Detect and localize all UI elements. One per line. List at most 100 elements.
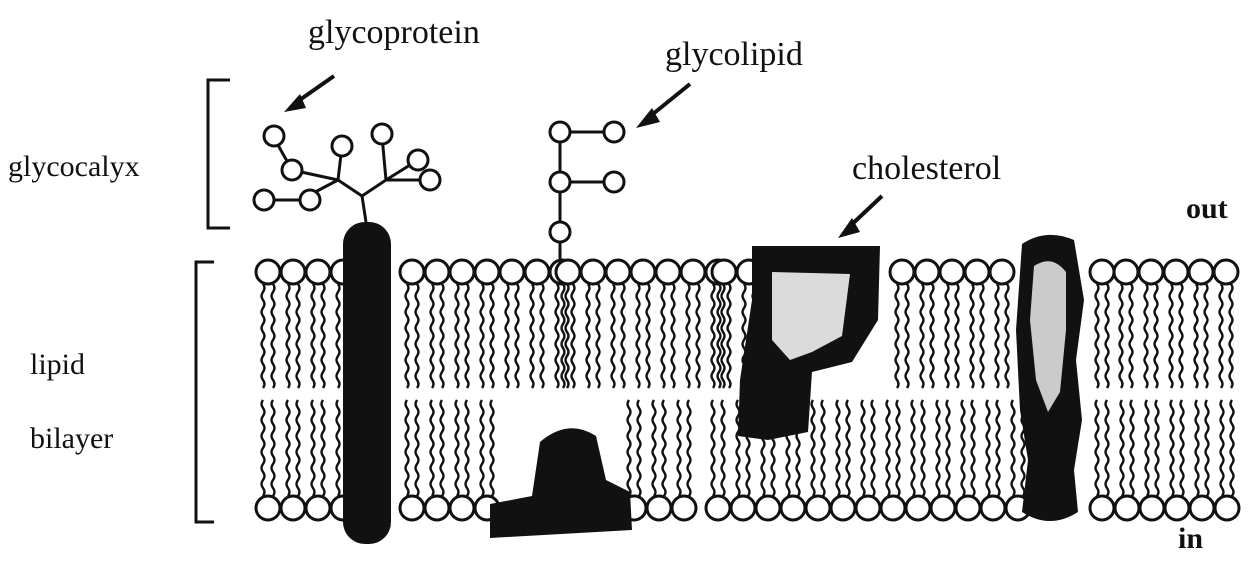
phospholipid-head bbox=[956, 496, 980, 520]
lipid-tail bbox=[946, 284, 949, 388]
lipid-tail bbox=[1230, 284, 1233, 388]
phospholipid-head bbox=[556, 260, 580, 284]
phospholipid-head bbox=[1115, 496, 1139, 520]
lipid-tail bbox=[972, 400, 975, 496]
cholesterol-arrow bbox=[838, 196, 882, 238]
phospholipid-head bbox=[1164, 260, 1188, 284]
glycoprotein-arrow bbox=[284, 76, 334, 112]
lipid-tail bbox=[1106, 284, 1109, 388]
phospholipid-head bbox=[306, 260, 330, 284]
sugar-unit bbox=[550, 172, 570, 192]
phospholipid-head bbox=[450, 496, 474, 520]
glycocalyx-label: glycocalyx bbox=[8, 150, 140, 184]
glycolipid-label: glycolipid bbox=[665, 36, 803, 74]
sugar-unit bbox=[300, 190, 320, 210]
phospholipid-head bbox=[1214, 260, 1238, 284]
phospholipid-head bbox=[1189, 260, 1213, 284]
lipid-tail bbox=[897, 400, 900, 496]
lipid-tail bbox=[466, 400, 469, 496]
lipid-tail bbox=[491, 400, 494, 496]
lipid-bilayer-bracket bbox=[196, 262, 214, 522]
lipid-tail bbox=[587, 284, 590, 388]
lipid-tail bbox=[566, 284, 569, 388]
lipid-tail bbox=[647, 284, 650, 388]
phospholipid-head bbox=[940, 260, 964, 284]
phospholipid-head bbox=[281, 496, 305, 520]
lipid-tail bbox=[712, 284, 715, 388]
lipid-tail bbox=[1171, 400, 1174, 496]
phospholipid-head bbox=[1190, 496, 1214, 520]
phospholipid-head bbox=[906, 496, 930, 520]
lipid-label: lipid bbox=[30, 348, 85, 382]
sugar-link bbox=[362, 180, 386, 196]
phospholipid-head bbox=[681, 260, 705, 284]
lipid-tail bbox=[406, 284, 409, 388]
lipid-tail bbox=[678, 400, 681, 496]
phospholipid-head bbox=[1114, 260, 1138, 284]
lipid-tail bbox=[718, 284, 721, 388]
phospholipid-head bbox=[965, 260, 989, 284]
lipid-tail bbox=[531, 284, 534, 388]
lipid-tail bbox=[996, 284, 999, 388]
bilayer-label: bilayer bbox=[30, 422, 113, 456]
phospholipid-head bbox=[1090, 496, 1114, 520]
lipid-tail bbox=[987, 400, 990, 496]
lipid-tail bbox=[1121, 400, 1124, 496]
phospholipid-head bbox=[981, 496, 1005, 520]
lipid-tail bbox=[906, 284, 909, 388]
lipid-tail bbox=[441, 284, 444, 388]
lipid-tail bbox=[1206, 400, 1209, 496]
phospholipid-head bbox=[606, 260, 630, 284]
lipid-tail bbox=[947, 400, 950, 496]
lipid-tail bbox=[441, 400, 444, 496]
lipid-tail bbox=[337, 400, 340, 496]
sugar-unit bbox=[408, 150, 428, 170]
phospholipid-head bbox=[525, 260, 549, 284]
lipid-tail bbox=[456, 400, 459, 496]
lipid-tail bbox=[456, 284, 459, 388]
phospholipid-head bbox=[425, 260, 449, 284]
lipid-tail bbox=[937, 400, 940, 496]
phospholipid-head bbox=[425, 496, 449, 520]
lipid-tail bbox=[638, 400, 641, 496]
lipid-tail bbox=[322, 400, 325, 496]
phospholipid-head bbox=[450, 260, 474, 284]
lipid-tail bbox=[541, 284, 544, 388]
sugar-unit bbox=[604, 122, 624, 142]
lipid-tail bbox=[481, 400, 484, 496]
phospholipid-head bbox=[731, 496, 755, 520]
lipid-tail bbox=[1096, 284, 1099, 388]
lipid-tail bbox=[1170, 284, 1173, 388]
lipid-tail bbox=[491, 284, 494, 388]
lipid-tail bbox=[622, 284, 625, 388]
lipid-tail bbox=[872, 400, 875, 496]
phospholipid-head bbox=[831, 496, 855, 520]
lipid-tail bbox=[287, 400, 290, 496]
sugar-unit bbox=[372, 124, 392, 144]
lipid-tail bbox=[297, 400, 300, 496]
phospholipid-head bbox=[672, 496, 696, 520]
lipid-tail bbox=[1096, 400, 1099, 496]
phospholipid-head bbox=[706, 496, 730, 520]
lipid-tail bbox=[997, 400, 1000, 496]
phospholipid-head bbox=[1165, 496, 1189, 520]
out-label: out bbox=[1186, 192, 1228, 226]
lipid-tail bbox=[262, 284, 265, 388]
lipid-tail bbox=[337, 284, 340, 388]
lipid-tail bbox=[1006, 284, 1009, 388]
lipid-tail bbox=[572, 284, 575, 388]
lipid-tail bbox=[812, 400, 815, 496]
peripheral-protein bbox=[490, 428, 632, 538]
lipid-tail bbox=[847, 400, 850, 496]
lipid-tail bbox=[1146, 400, 1149, 496]
phospholipid-head bbox=[256, 260, 280, 284]
phospholipid-head bbox=[656, 260, 680, 284]
lipid-tail bbox=[322, 284, 325, 388]
lipid-tail bbox=[956, 284, 959, 388]
lipid-tail bbox=[1221, 400, 1224, 496]
lipid-tail bbox=[662, 284, 665, 388]
lipid-tail bbox=[672, 284, 675, 388]
lipid-tail bbox=[922, 400, 925, 496]
lipid-tail bbox=[628, 400, 631, 496]
